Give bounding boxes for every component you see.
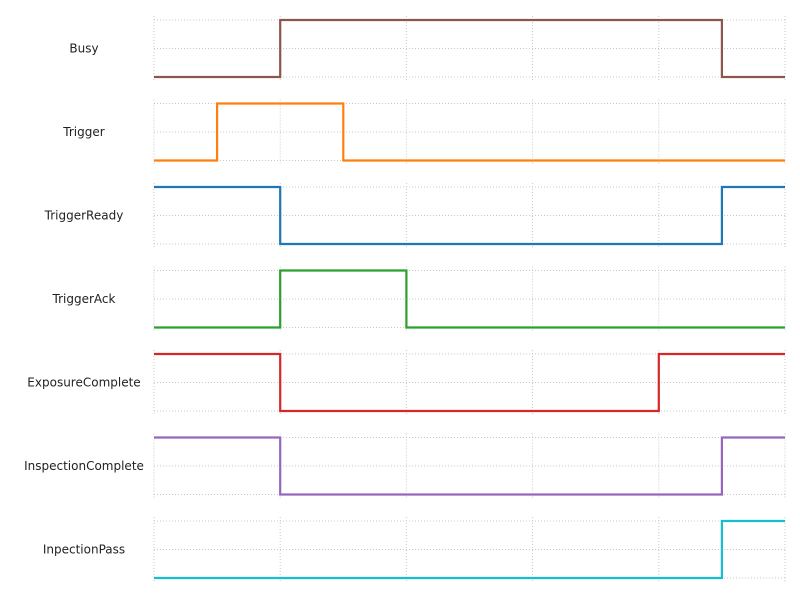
signal-waveform [154, 436, 785, 496]
signal-row-triggerready: TriggerReady [44, 183, 786, 248]
signal-waveform [154, 185, 785, 246]
signal-label: InpectionPass [43, 543, 125, 557]
signal-row-busy: Busy [69, 16, 786, 81]
signal-row-inspectioncomplete: InspectionComplete [24, 433, 786, 499]
grid [153, 16, 786, 81]
signal-waveform [154, 102, 785, 162]
grid [153, 433, 786, 499]
signal-row-inpectionpass: InpectionPass [43, 517, 786, 582]
signal-waveform [154, 519, 785, 580]
signal-label: Trigger [62, 125, 104, 139]
signal-waveform [154, 18, 785, 79]
grid [153, 266, 786, 332]
signal-waveform [154, 352, 785, 413]
signal-label: ExposureComplete [27, 376, 140, 390]
signal-row-exposurecomplete: ExposureComplete [27, 350, 786, 415]
signal-row-trigger: Trigger [62, 99, 786, 165]
grid [153, 183, 786, 248]
signal-label: TriggerReady [44, 209, 124, 223]
grid [153, 517, 786, 582]
signal-row-triggerack: TriggerAck [52, 266, 786, 332]
grid [153, 350, 786, 415]
signal-label: InspectionComplete [24, 459, 144, 473]
signal-label: TriggerAck [52, 292, 116, 306]
signal-label: Busy [69, 42, 98, 56]
grid [153, 99, 786, 165]
signal-waveform [154, 269, 785, 329]
